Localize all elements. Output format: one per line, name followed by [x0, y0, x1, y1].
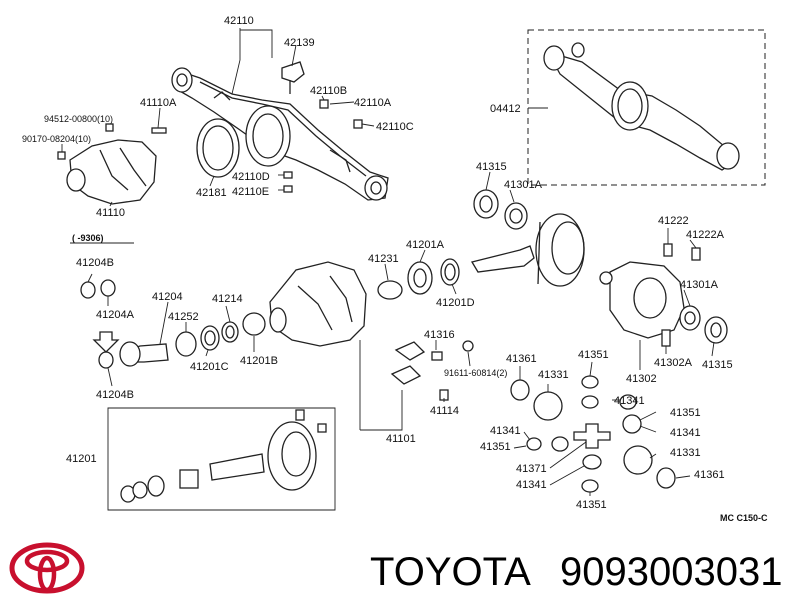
- bearing-41315-lower: [704, 316, 728, 344]
- label-41351-b: 41351: [670, 407, 701, 419]
- brand-name: TOYOTA: [370, 550, 531, 594]
- label-41351-d: 41351: [576, 499, 607, 511]
- label-41114: 41114: [430, 405, 459, 417]
- label-41361-upper: 41361: [506, 353, 537, 365]
- label-41222A: 41222A: [686, 229, 725, 241]
- housing-assembly-box: [527, 29, 766, 186]
- label-41204A: 41204A: [96, 309, 135, 321]
- part-labels: 42110 42139 41110A 42110B 42110A 94512-0…: [22, 15, 768, 523]
- pinion-bearing-parts-drawing: [377, 258, 460, 300]
- axle-housing-drawing: [171, 67, 389, 201]
- label-41101: 41101: [386, 433, 416, 445]
- label-42110A: 42110A: [354, 97, 392, 109]
- label-94512: 94512-00800(10): [44, 114, 113, 124]
- label-41361-lower: 41361: [694, 469, 725, 481]
- label-41302A: 41302A: [654, 357, 693, 369]
- label-41315-lower: 41315: [702, 359, 733, 371]
- leader-lines: [61, 28, 715, 496]
- ring-gear-pinion-drawing: [470, 213, 585, 287]
- label-41252: 41252: [168, 311, 199, 323]
- carrier-housing-41101-drawing: [269, 261, 367, 347]
- label-41231: 41231: [368, 253, 399, 265]
- label-41301A-upper: 41301A: [504, 179, 543, 191]
- label-41302: 41302: [626, 373, 657, 385]
- label-41371: 41371: [516, 463, 547, 475]
- label-41316: 41316: [424, 329, 455, 341]
- label-date-range: ( -9306): [72, 233, 104, 243]
- label-41201B: 41201B: [240, 355, 278, 367]
- bearing-caps-drawing: [390, 340, 474, 401]
- label-41204B-lower: 41204B: [96, 389, 134, 401]
- label-41351-a: 41351: [578, 349, 609, 361]
- label-41201C: 41201C: [190, 361, 229, 373]
- gasket-42181-drawing: [196, 118, 240, 178]
- label-41222: 41222: [658, 215, 689, 227]
- label-41351-c: 41351: [480, 441, 511, 453]
- label-41204B-upper: 41204B: [76, 257, 114, 269]
- label-42110E: 42110E: [232, 186, 269, 198]
- label-diagram-code: MC C150-C: [720, 513, 768, 523]
- label-41341-b: 41341: [670, 427, 701, 439]
- race-41301A-lower: [679, 305, 701, 331]
- label-41201A: 41201A: [406, 239, 445, 251]
- gear-set-box: [107, 407, 336, 511]
- part-number: 9093003031: [560, 550, 782, 594]
- toyota-logo-icon: [9, 542, 85, 594]
- label-42110: 42110: [224, 15, 254, 27]
- label-42110C: 42110C: [376, 121, 414, 133]
- label-42139: 42139: [284, 37, 315, 49]
- breather-42139-drawing: [281, 61, 305, 94]
- label-41341-c: 41341: [490, 425, 521, 437]
- label-41331-upper: 41331: [538, 369, 569, 381]
- differential-case-drawing: [599, 243, 701, 339]
- label-91611: 91611-60814(2): [444, 368, 507, 378]
- label-41341-d: 41341: [516, 479, 547, 491]
- label-41315-upper: 41315: [476, 161, 507, 173]
- label-42181: 42181: [196, 187, 227, 199]
- bearing-41315-upper: [473, 189, 499, 219]
- race-41301A-upper: [504, 202, 528, 230]
- label-41201D: 41201D: [436, 297, 475, 309]
- carrier-cover-41110-drawing: [66, 139, 157, 205]
- label-41201: 41201: [66, 453, 97, 465]
- label-42110D: 42110D: [232, 171, 270, 183]
- label-90170: 90170-08204(10): [22, 134, 91, 144]
- label-42110B: 42110B: [310, 85, 347, 97]
- label-04412: 04412: [490, 103, 521, 115]
- label-41301A-lower: 41301A: [680, 279, 719, 291]
- label-41110A: 41110A: [140, 97, 177, 109]
- label-41341-a: 41341: [614, 395, 645, 407]
- label-41331-lower: 41331: [670, 447, 701, 459]
- label-41110: 41110: [96, 207, 125, 219]
- label-41214: 41214: [212, 293, 243, 305]
- bolt-41302A: [661, 329, 671, 347]
- label-41204: 41204: [152, 291, 183, 303]
